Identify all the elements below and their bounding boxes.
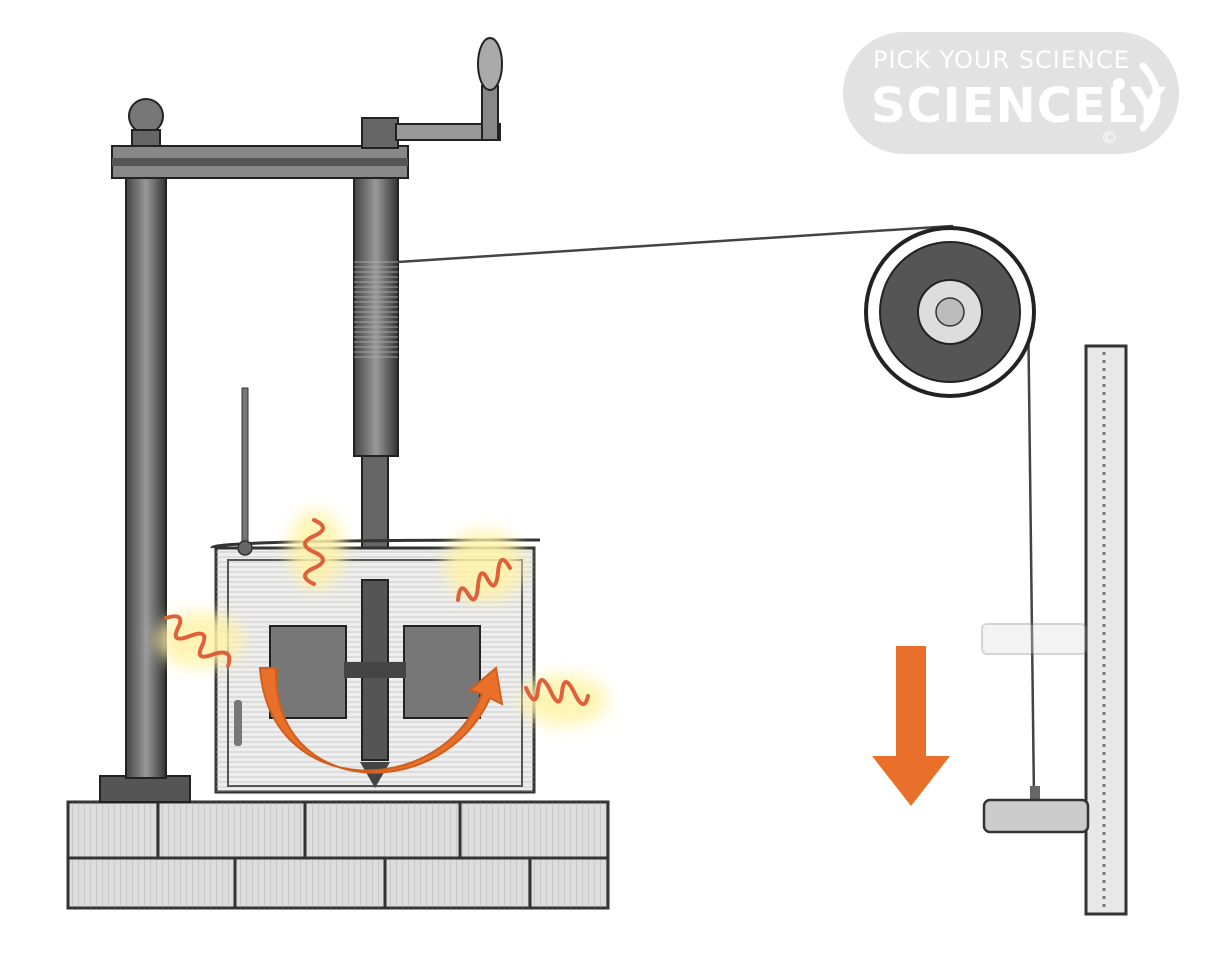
crossbar (111, 145, 409, 179)
weight-upper-ghost (981, 623, 1087, 655)
sciencely-logo: PICK YOUR SCIENCE SCIENCELY © (843, 32, 1179, 154)
pulley-wheel (864, 226, 1036, 398)
falling-weight (982, 786, 1090, 834)
brick-base (66, 800, 610, 910)
spindle-drum (353, 177, 399, 587)
thermometer (237, 387, 253, 556)
crank-handle (361, 37, 503, 149)
down-arrow-icon (872, 646, 950, 806)
height-scale (1084, 344, 1128, 916)
curved-arrow-icon (258, 666, 504, 774)
support-column (99, 98, 191, 803)
logo-tagline: PICK YOUR SCIENCE (873, 46, 1130, 74)
smiley-icon (1113, 62, 1161, 132)
heat-wave-icon (156, 510, 608, 726)
logo-copyright: © (1101, 128, 1117, 147)
